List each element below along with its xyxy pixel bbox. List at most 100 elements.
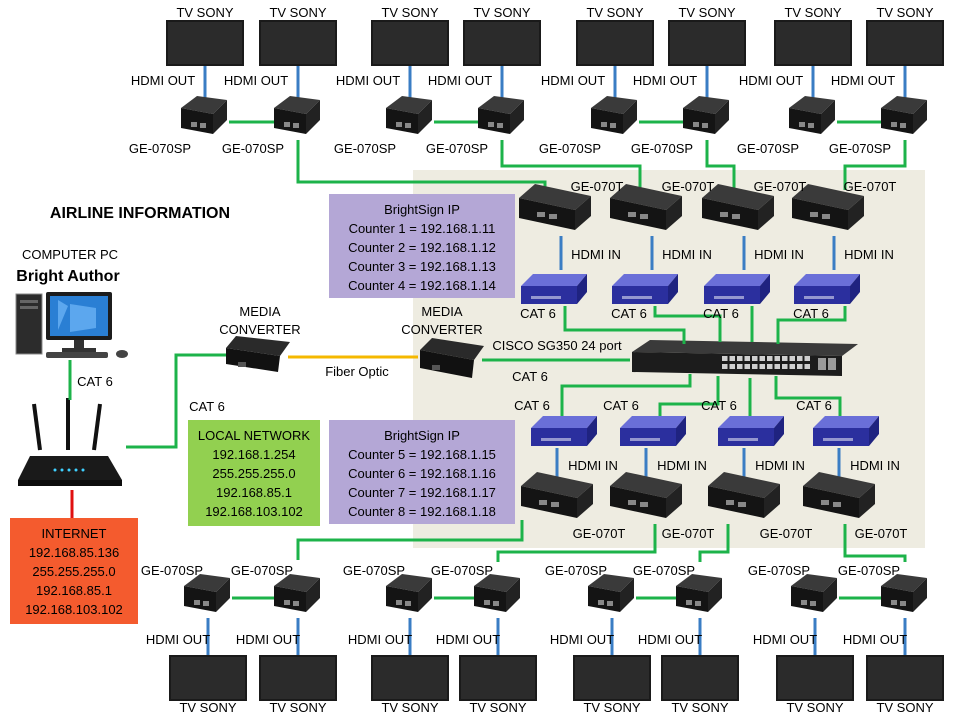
switch-port [804,364,810,369]
core-wires [68,353,630,520]
ge-070sp-bottom-3 [386,574,432,612]
ge-070sp-label-bottom-8: GE-070SP [838,563,900,578]
switch-link-top-1 [563,306,686,344]
brightsign-player-top-3 [704,274,770,304]
switch-port [722,364,728,369]
internet-line-3: 192.168.85.1 [36,583,112,598]
switch-link-top-4 [776,306,847,344]
computer-software-label: Bright Author [16,268,119,285]
switch-cat6-label: CAT 6 [512,369,548,384]
tv-sony-top-4 [463,20,541,66]
brightsign-ip-box-top: BrightSign IP Counter 1 = 192.168.1.11 C… [329,194,515,298]
switch-port [729,364,735,369]
router-icon [18,398,122,486]
switch-port [774,364,780,369]
tv-label-top-1: TV SONY [176,5,233,20]
ge-070sp-bottom-2 [274,574,320,612]
switch-sfp-port [818,358,826,370]
brightsign-top-title: BrightSign IP [384,202,460,217]
hdmi-out-label-top-4: HDMI OUT [428,73,492,88]
hdmi-out-label-top-5: HDMI OUT [541,73,605,88]
router-cat6-label: CAT 6 [77,374,113,389]
tv-label-top-5: TV SONY [586,5,643,20]
hdmi-in-label-top-4: HDMI IN [844,247,894,262]
ge-070t-bottom-1 [521,472,593,518]
cat6-run-top-4 [843,140,907,190]
tv-label-top-8: TV SONY [876,5,933,20]
tv-label-top-7: TV SONY [784,5,841,20]
tv-label-bottom-2: TV SONY [269,700,326,715]
brightsign-top-line-3: Counter 3 = 192.168.1.13 [348,259,496,274]
ge-070sp-label-bottom-7: GE-070SP [748,563,810,578]
ge-070t-bottom-2 [610,472,682,518]
ge-070sp-top-4 [478,96,524,134]
ge-070sp-bottom-5 [588,574,634,612]
switch-port [789,364,795,369]
ge-070sp-label-top-4: GE-070SP [426,141,488,156]
cat6-label-bottom-4: CAT 6 [796,398,832,413]
hdmi-out-label-top-6: HDMI OUT [633,73,697,88]
hdmi-out-label-bottom-4: HDMI OUT [436,632,500,647]
ge-070sp-top-2 [274,96,320,134]
switch-port [737,364,743,369]
local-network-line-4: 192.168.103.102 [205,504,303,519]
computer-pc-icon [15,292,128,358]
hdmi-out-label-bottom-7: HDMI OUT [753,632,817,647]
computer-label: COMPUTER PC [22,247,118,262]
ge-070t-bottom-4 [803,472,875,518]
tv-label-top-4: TV SONY [473,5,530,20]
brightsign-bottom-line-3: Counter 7 = 192.168.1.17 [348,485,496,500]
switch-label: CISCO SG350 24 port [492,338,622,353]
tv-label-bottom-7: TV SONY [786,700,843,715]
ge-070sp-label-top-3: GE-070SP [334,141,396,156]
ge-070sp-top-8 [881,96,927,134]
hdmi-in-label-bottom-2: HDMI IN [657,458,707,473]
ge-070sp-label-top-8: GE-070SP [829,141,891,156]
media-converter-right [420,338,484,378]
ge-070sp-top-5 [591,96,637,134]
hdmi-in-label-top-2: HDMI IN [662,247,712,262]
ge-070sp-label-top-5: GE-070SP [539,141,601,156]
ge-070sp-label-bottom-5: GE-070SP [545,563,607,578]
switch-port [767,364,773,369]
tv-sony-bottom-3 [371,655,449,701]
cisco-switch-icon [632,340,858,376]
switch-port [729,356,735,361]
ge-070t-label-top-3: GE-070T [754,179,807,194]
ge-070sp-label-top-1: GE-070SP [129,141,191,156]
internet-line-1: 192.168.85.136 [29,545,119,560]
ge-070sp-top-3 [386,96,432,134]
ge-070t-label-top-4: GE-070T [844,179,897,194]
switch-port [759,356,765,361]
switch-sfp-port [828,358,836,370]
hdmi-out-label-top-7: HDMI OUT [739,73,803,88]
switch-link-bottom-2 [658,376,720,418]
local-network-line-2: 255.255.255.0 [212,466,295,481]
tv-sony-top-1 [166,20,244,66]
local-network-title: LOCAL NETWORK [198,428,311,443]
tv-sony-top-3 [371,20,449,66]
internet-line-2: 255.255.255.0 [32,564,115,579]
ge-070sp-label-top-6: GE-070SP [631,141,693,156]
cat6-label-top-3: CAT 6 [703,306,739,321]
brightsign-bottom-line-4: Counter 8 = 192.168.1.18 [348,504,496,519]
ge-070sp-bottom-8 [881,574,927,612]
local-network-line-1: 192.168.1.254 [212,447,295,462]
cat6-run-bottom-4 [843,524,907,562]
switch-port [782,364,788,369]
brightsign-player-top-2 [612,274,678,304]
ge-070t-label-top-2: GE-070T [662,179,715,194]
converter-cat6-label: CAT 6 [189,399,225,414]
brightsign-player-bottom-4 [813,416,879,446]
switch-port [804,356,810,361]
hdmi-out-label-bottom-5: HDMI OUT [550,632,614,647]
cat6-run-top-1 [296,140,547,190]
hdmi-out-label-bottom-1: HDMI OUT [146,632,210,647]
tv-sony-bottom-6 [661,655,739,701]
ge-070t-label-top-1: GE-070T [571,179,624,194]
brightsign-bottom-line-1: Counter 5 = 192.168.1.15 [348,447,496,462]
brightsign-ip-box-bottom: BrightSign IP Counter 5 = 192.168.1.15 C… [329,420,515,524]
local-network-line-3: 192.168.85.1 [216,485,292,500]
switch-port [774,356,780,361]
